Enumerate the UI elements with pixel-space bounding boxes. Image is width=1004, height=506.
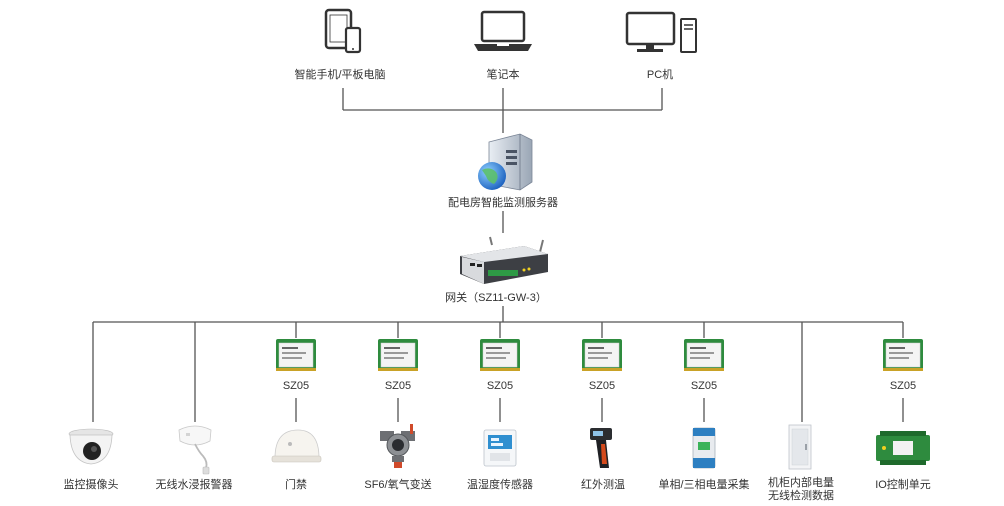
module-label: SZ05 [589, 380, 615, 392]
endpoint-label: 温湿度传感器 [467, 477, 533, 491]
endpoint-label: IO控制单元 [875, 477, 931, 491]
top-device-label: 笔记本 [487, 67, 520, 81]
water-sensor-icon [178, 425, 212, 475]
module-label: SZ05 [691, 380, 717, 392]
dome-camera-icon [68, 428, 114, 465]
thermo-hygrometer-icon [483, 429, 517, 467]
sz05-module: SZ05 [683, 338, 725, 392]
cabinet-icon [788, 424, 812, 470]
tablet-phone-icon [324, 8, 362, 54]
endpoint-label: 红外测温 [581, 478, 625, 491]
server-icon [478, 133, 533, 191]
power-meter-icon [692, 427, 716, 469]
laptop-icon [474, 10, 532, 51]
gateway-icon [460, 236, 548, 284]
endpoint-label-line2: 无线检测数据 [768, 488, 834, 502]
server-label: 配电房智能监测服务器 [448, 195, 558, 209]
desktop-pc-icon [625, 11, 697, 53]
module-label: SZ05 [487, 380, 513, 392]
sz05-module: SZ05 [882, 338, 924, 392]
endpoint-label: 机柜内部电量 [768, 475, 834, 489]
io-controller-icon [876, 431, 930, 465]
connection-lines [92, 88, 904, 422]
sz05-module: SZ05 [377, 338, 419, 392]
sz05-module: SZ05 [479, 338, 521, 392]
sz05-module: SZ05 [581, 338, 623, 392]
sz05-module: SZ05 [275, 338, 317, 392]
module-label: SZ05 [283, 380, 309, 392]
top-device-label: PC机 [647, 67, 673, 81]
endpoint-label: 监控摄像头 [64, 477, 119, 491]
door-sensor-icon [271, 429, 322, 463]
endpoint-label: 单相/三相电量采集 [658, 477, 749, 491]
module-label: SZ05 [890, 380, 916, 392]
ir-thermometer-icon [590, 428, 612, 468]
gas-detector-icon [380, 424, 415, 468]
endpoint-label: SF6/氧气变送 [364, 477, 431, 491]
module-label: SZ05 [385, 380, 411, 392]
endpoint-label: 无线水浸报警器 [156, 477, 233, 491]
gateway-label: 网关（SZ11-GW-3） [445, 290, 547, 304]
endpoint-label: 门禁 [285, 477, 307, 491]
top-device-label: 智能手机/平板电脑 [294, 67, 385, 81]
